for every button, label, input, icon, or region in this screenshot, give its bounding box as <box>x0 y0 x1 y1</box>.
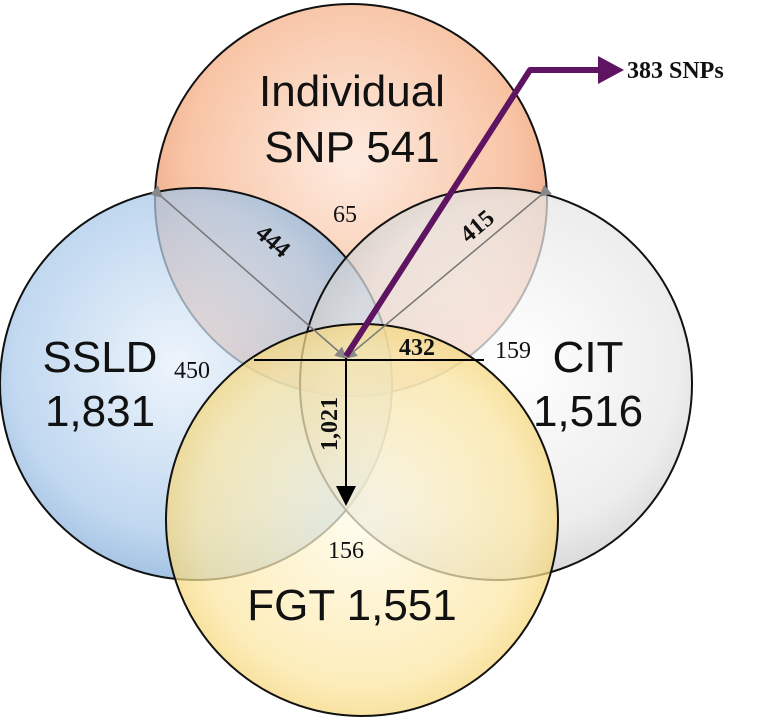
callout-label: 383 SNPs <box>627 58 724 84</box>
fgt-only-count: 156 <box>328 538 364 564</box>
cit-label: CIT <box>553 333 624 382</box>
individual-only-count: 65 <box>333 202 357 228</box>
cit-only-count: 159 <box>495 338 531 364</box>
ssld-count: 1,831 <box>45 387 155 436</box>
individual-fgt-count: 1,021 <box>317 397 343 451</box>
fgt-label: FGT 1,551 <box>247 581 457 630</box>
cit-count: 1,516 <box>533 387 643 436</box>
ssld-only-count: 450 <box>174 358 210 384</box>
callout-arrowhead <box>598 56 624 84</box>
individual-label: Individual <box>259 67 445 116</box>
individual-count: SNP 541 <box>264 123 439 172</box>
ssld-cit-count: 432 <box>399 335 435 361</box>
arrow-individual-cit <box>344 184 552 359</box>
arrow-individual-ssld <box>150 185 348 359</box>
ssld-label: SSLD <box>43 333 158 382</box>
callout-arrow <box>343 67 604 358</box>
fgt-circle <box>165 323 559 717</box>
